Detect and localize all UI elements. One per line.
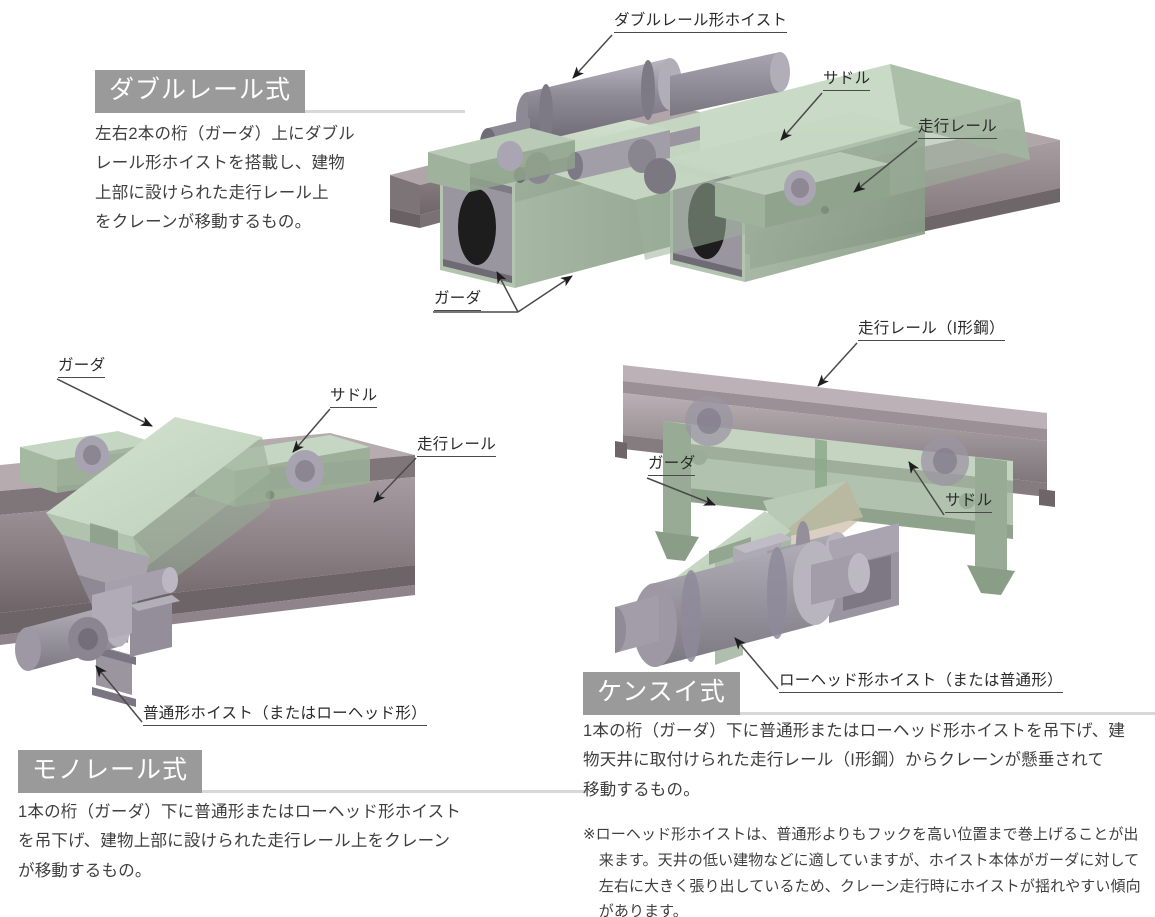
section-badge-double-rail: ダブルレール式 [95, 70, 306, 113]
monorail-girder [46, 417, 270, 610]
callout-ordinary-hoist-mono: 普通形ホイスト（またはローヘッド形） [143, 705, 427, 727]
section-body-monorail: 1本の桁（ガーダ）下に普通形またはローヘッド形ホイスト を吊下げ、建物上部に設け… [18, 803, 462, 880]
section-heading-double-rail: ダブルレール式 [95, 70, 466, 113]
section-heading-monorail: モノレール式 [18, 750, 588, 793]
note-text: ローヘッド形ホイストは、普通形よりもフックを高い位置まで巻上げることが出来ます。… [595, 826, 1141, 917]
callout-lowhead-hoist-susp: ローヘッド形ホイスト（または普通形） [779, 672, 1063, 694]
callout-travel-rail-mono: 走行レール [417, 436, 497, 458]
saddle-left [428, 128, 575, 192]
section-rule-monorail [202, 790, 588, 793]
section-body-double-rail: 左右2本の桁（ガーダ）上にダブル レール形ホイストを搭載し、建物 上部に設けられ… [95, 125, 355, 232]
section-rule-suspension [739, 712, 1155, 715]
monorail-hoist [15, 567, 180, 671]
section-rule [305, 110, 466, 113]
section-badge-monorail: モノレール式 [18, 750, 203, 793]
callout-saddle-susp: サドル [945, 492, 993, 514]
callout-girder-top: ガーダ [434, 290, 482, 312]
callout-travel-rail-ibeam: 走行レール（I形鋼） [858, 320, 1005, 342]
suspension-artwork [604, 355, 1065, 685]
double-rail-artwork [370, 40, 1070, 310]
callout-double-rail-hoist: ダブルレール形ホイスト [614, 12, 788, 34]
callout-girder-susp: ガーダ [648, 455, 696, 477]
callout-saddle-mono: サドル [330, 387, 378, 409]
section-heading-suspension: ケンスイ式 [583, 672, 1155, 715]
section-body-suspension: 1本の桁（ガーダ）下に普通形またはローヘッド形ホイストを吊下げ、建 物天井に取付… [583, 722, 1126, 799]
suspension-hoist [604, 521, 899, 667]
callout-girder-mono: ガーダ [58, 357, 106, 379]
section-note-suspension: ※ローヘッド形ホイストは、普通形よりもフックを高い位置まで巻上げることが出来ます… [583, 822, 1143, 917]
callout-travel-rail-top: 走行レール [918, 118, 998, 140]
note-marker: ※ [583, 826, 596, 843]
monorail-artwork [0, 395, 420, 715]
callout-saddle-top: サドル [823, 70, 871, 92]
section-badge-suspension: ケンスイ式 [583, 672, 740, 715]
